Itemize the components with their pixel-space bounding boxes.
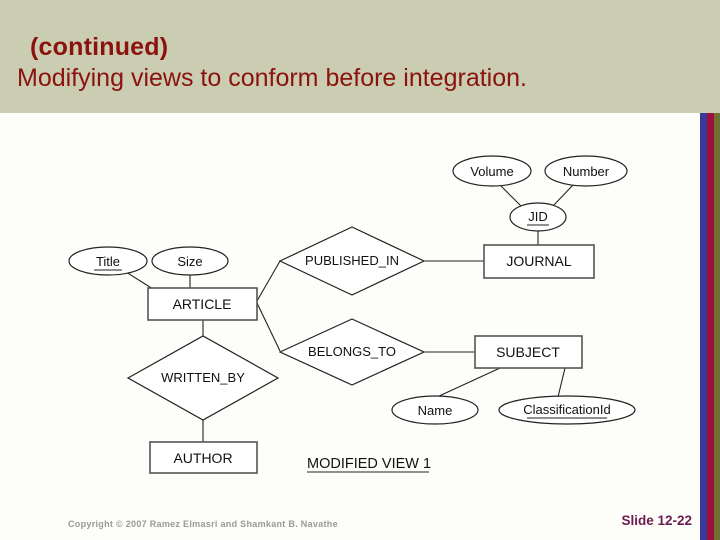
attribute-name: Name [391,395,479,425]
header-band [0,0,720,113]
attribute-size: Size [151,246,229,276]
attribute-classification-id: ClassificationId [498,395,636,425]
entity-article: ARTICLE [147,287,258,321]
connector-article-publishedin [256,260,281,302]
attribute-volume: Volume [452,155,532,187]
connector-lines [125,184,574,442]
subject-rect [474,335,583,369]
right-edge-stripe-olive [714,113,720,540]
connector-subject-classificationid [557,367,566,398]
size-label: Size [177,254,202,269]
relationship-published-in: PUBLISHED_IN [278,226,426,296]
slide-title-main: Modifying views to conform before integr… [17,64,527,92]
jid-oval [509,202,567,232]
article-rect [147,287,258,321]
footer-copyright: Copyright © 2007 Ramez Elmasri and Shamk… [68,519,338,529]
relationship-belongs-to: BELONGS_TO [278,318,426,386]
slide-title-continued: (continued) [30,33,169,61]
entity-subject: SUBJECT [474,335,583,369]
right-edge-stripe-blue [700,113,707,540]
right-edge-stripe-crimson [707,113,714,540]
journal-rect [483,244,595,279]
number-oval [544,155,628,187]
author-label: AUTHOR [173,450,232,466]
number-label: Number [563,164,610,179]
connector-volume-jid [499,184,522,207]
entity-journal: JOURNAL [483,244,595,279]
written-by-diamond [126,335,280,421]
written-by-label: WRITTEN_BY [161,370,245,385]
attribute-title: Title [68,246,148,276]
footer-slide-number: Slide 12-22 [621,513,692,528]
belongs-to-diamond [278,318,426,386]
connector-title-article [125,271,154,290]
diagram-caption: MODIFIED VIEW 1 [307,456,431,473]
jid-label: JID [528,209,548,224]
connector-article-belongsto [256,302,281,352]
title-label: Title [96,254,120,269]
entity-author: AUTHOR [149,441,258,474]
name-oval [391,395,479,425]
size-oval [151,246,229,276]
belongs-to-label: BELONGS_TO [308,344,396,359]
classification-id-oval [498,395,636,425]
published-in-label: PUBLISHED_IN [305,253,399,268]
volume-oval [452,155,532,187]
name-label: Name [418,403,453,418]
published-in-diamond [278,226,426,296]
relationship-written-by: WRITTEN_BY [126,335,280,421]
connector-number-jid [552,184,574,207]
article-label: ARTICLE [173,296,232,312]
title-oval [68,246,148,276]
connector-subject-name [436,367,501,398]
journal-label: JOURNAL [506,253,572,269]
volume-label: Volume [470,164,513,179]
classification-id-label: ClassificationId [523,402,610,417]
diagram-caption-label: MODIFIED VIEW 1 [307,456,431,472]
subject-label: SUBJECT [496,344,560,360]
attribute-jid: JID [509,202,567,232]
attribute-number: Number [544,155,628,187]
author-rect [149,441,258,474]
